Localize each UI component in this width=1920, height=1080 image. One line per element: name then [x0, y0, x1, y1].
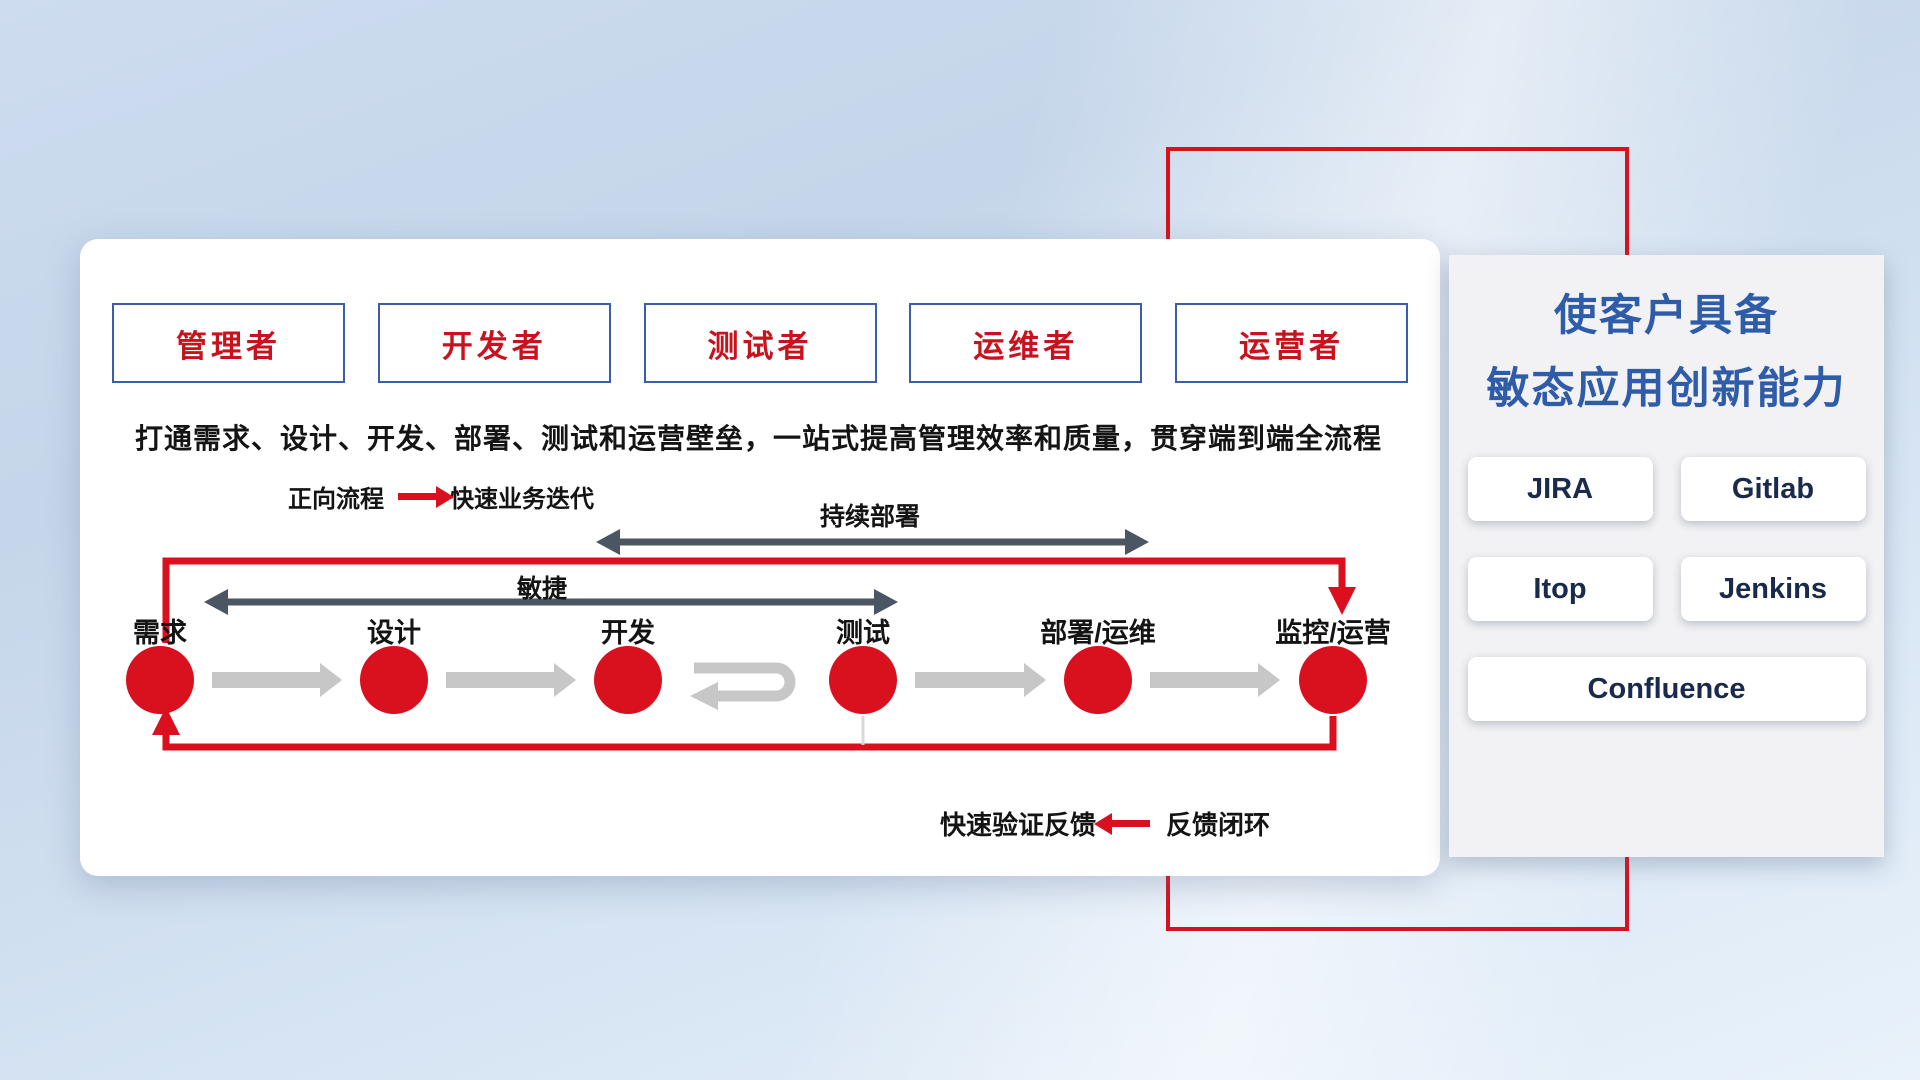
devops-process-card: 管理者 开发者 测试者 运维者 运营者 打通需求、设计、开发、部署、测试和运营壁… [80, 239, 1440, 876]
stage-circle-test [829, 646, 897, 714]
continuous-deploy-span-arrow [596, 529, 1149, 555]
iteration-loop-icon [690, 662, 796, 710]
tool-button-itop: Itop [1467, 557, 1653, 621]
feedback-desc: 快速验证反馈 [940, 810, 1097, 840]
roles-row: 管理者 开发者 测试者 运维者 运营者 [112, 303, 1408, 383]
role-box-business-ops: 运营者 [1175, 303, 1408, 383]
stage-circle-requirement [126, 646, 194, 714]
panel-title-line2: 敏态应用创新能力 [1486, 365, 1847, 413]
role-box-ops: 运维者 [909, 303, 1143, 383]
panel-title-line1: 使客户具备 [1554, 292, 1779, 340]
agile-span-arrow [204, 589, 898, 615]
stage-label-design: 设计 [367, 618, 421, 648]
stage-circle-design [360, 646, 428, 714]
tool-button-confluence: Confluence [1467, 657, 1866, 721]
continuous-deploy-label: 持续部署 [819, 503, 921, 531]
tool-button-jenkins: Jenkins [1680, 557, 1866, 621]
stage-circles [126, 646, 1367, 714]
flow-diagram-svg [126, 529, 1367, 751]
agile-label: 敏捷 [516, 575, 568, 603]
stage-circle-deploy-ops [1064, 646, 1132, 714]
tools-grid: JIRA Gitlab Itop Jenkins Confluence [1467, 457, 1866, 721]
capability-panel: 使客户具备 敏态应用创新能力 JIRA Gitlab Itop Jenkins … [1449, 255, 1884, 857]
forward-flow-legend: 正向流程 快速业务迭代 [288, 479, 594, 514]
role-label: 开发者 [441, 328, 547, 364]
role-box-developer: 开发者 [377, 303, 611, 383]
role-label: 运维者 [973, 328, 1079, 364]
role-box-manager: 管理者 [112, 303, 345, 383]
stage-label-test: 测试 [836, 618, 890, 648]
stage-circle-develop [594, 646, 662, 714]
tool-button-gitlab: Gitlab [1680, 457, 1866, 521]
role-label: 测试者 [707, 328, 813, 364]
flow-arrow-icons [212, 663, 1280, 697]
forward-loop-line [162, 557, 1356, 643]
feedback-arrow-icon [1112, 820, 1151, 827]
forward-flow-desc: 快速业务迭代 [450, 486, 594, 513]
flow-arrow-icon [915, 663, 1046, 697]
flow-arrow-icon [212, 663, 342, 697]
stage-label-requirement: 需求 [133, 618, 187, 648]
forward-arrow-icon [398, 493, 436, 500]
stage-label-monitor-ops: 监控/运营 [1275, 618, 1391, 648]
role-box-tester: 测试者 [643, 303, 877, 383]
process-subtitle: 打通需求、设计、开发、部署、测试和运营壁垒，一站式提高管理效率和质量，贯穿端到端… [135, 423, 1383, 454]
stage-label-develop: 开发 [601, 618, 655, 648]
forward-flow-label: 正向流程 [288, 486, 384, 513]
role-label: 运营者 [1239, 328, 1344, 364]
flow-arrow-icon [1150, 663, 1280, 697]
feedback-loop-line [152, 707, 1337, 751]
feedback-legend: 快速验证反馈 反馈闭环 [940, 805, 1270, 842]
role-label: 管理者 [176, 328, 281, 364]
flow-arrow-icon [446, 663, 576, 697]
tool-button-jira: JIRA [1467, 457, 1653, 521]
stage-circle-monitor-ops [1299, 646, 1367, 714]
feedback-label: 反馈闭环 [1166, 810, 1271, 840]
stage-label-deploy-ops: 部署/运维 [1040, 618, 1156, 648]
